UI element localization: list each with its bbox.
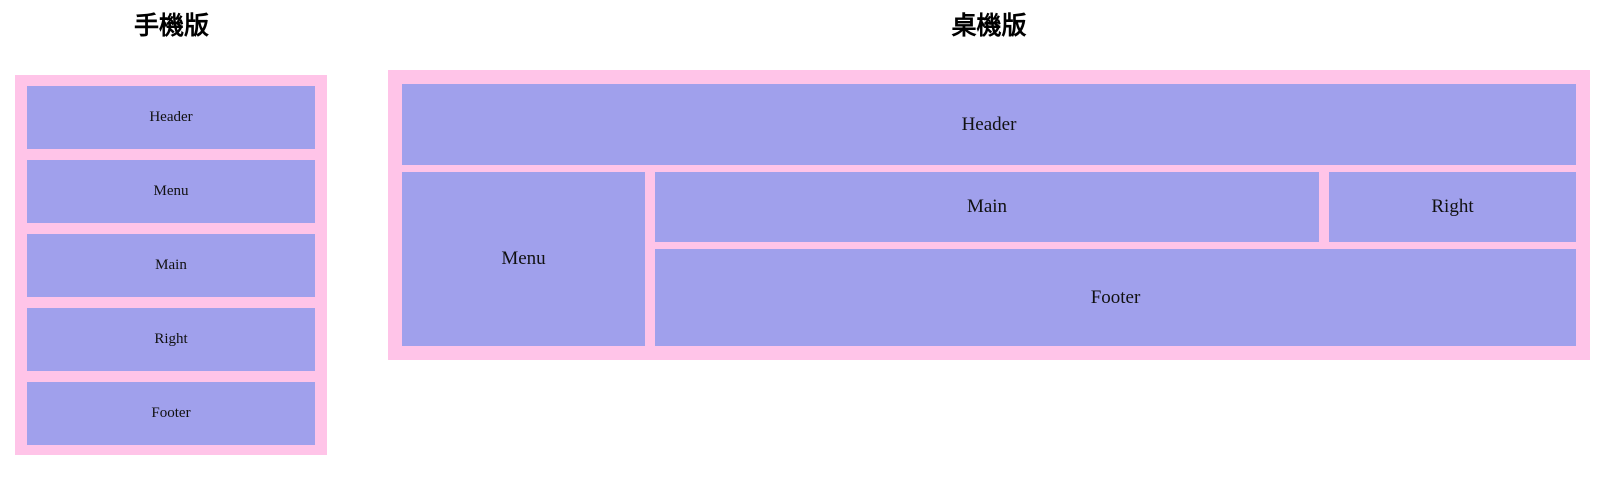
mobile-block-right: Right [27,308,315,371]
mobile-block-header: Header [27,86,315,149]
mobile-layout-container: Header Menu Main Right Footer [15,75,327,455]
mobile-block-menu: Menu [27,160,315,223]
desktop-block-footer: Footer [655,249,1576,346]
desktop-block-main: Main [655,172,1319,242]
desktop-block-header: Header [402,84,1576,165]
mobile-diagram-title: 手機版 [133,12,209,40]
desktop-layout-container: Header Menu Main Right Footer [388,70,1590,360]
mobile-block-footer: Footer [27,382,315,445]
desktop-block-menu: Menu [402,172,645,346]
mobile-block-main: Main [27,234,315,297]
desktop-diagram-title: 桌機版 [951,12,1027,40]
desktop-block-right: Right [1329,172,1576,242]
